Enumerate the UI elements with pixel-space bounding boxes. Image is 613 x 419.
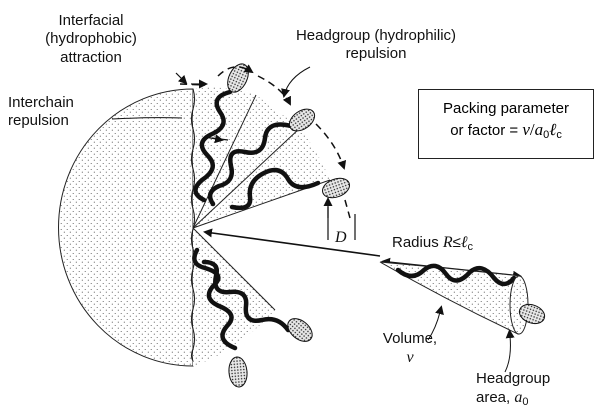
packing-line1: Packing parameter [419, 100, 593, 117]
volume-label: Volume, v [380, 330, 440, 368]
pointer-arrow [205, 232, 380, 256]
packing-parameter-box: Packing parameter or factor = v/a0ℓc [418, 89, 594, 159]
packing-line2: or factor = v/a0ℓc [419, 120, 593, 141]
d-label: D [335, 228, 347, 248]
headgroup-repulsion-label: Headgroup (hydrophilic) repulsion [271, 27, 481, 64]
interfacial-label: Interfacial (hydrophobic) attraction [16, 12, 166, 67]
headgroup-area-label: Headgroup area, a0 [476, 370, 550, 410]
micelle-left-hemisphere [59, 89, 193, 366]
radius-label: Radius R≤ℓc [392, 233, 473, 254]
interchain-label: Interchain repulsion [8, 94, 74, 131]
